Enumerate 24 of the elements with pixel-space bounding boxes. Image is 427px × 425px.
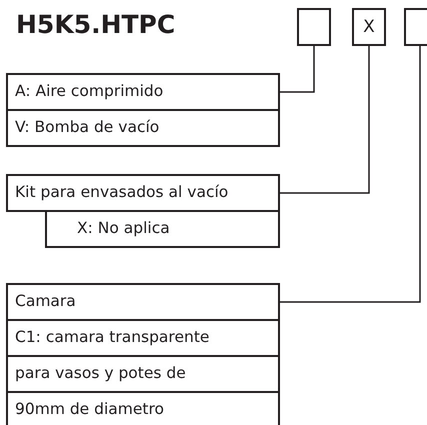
option-row bbox=[6, 391, 280, 425]
option-text: X: No aplica bbox=[77, 221, 170, 237]
code-letter: X bbox=[363, 18, 375, 36]
option-text: para vasos y potes de bbox=[15, 366, 186, 382]
leader-line bbox=[280, 46, 370, 194]
option-row bbox=[6, 73, 280, 111]
option-row bbox=[6, 174, 280, 212]
model-code-title: H5K5.HTPC bbox=[16, 10, 176, 39]
leader-line bbox=[280, 46, 315, 93]
option-text: A: Aire comprimido bbox=[15, 84, 164, 100]
option-row bbox=[6, 283, 280, 321]
option-row bbox=[6, 109, 280, 147]
option-row bbox=[6, 319, 280, 357]
option-text: 90mm de diametro bbox=[15, 402, 164, 418]
option-row bbox=[45, 210, 280, 248]
code-slot-box bbox=[404, 8, 427, 46]
option-text: Kit para envasados al vacío bbox=[15, 185, 228, 201]
option-text: C1: camara transparente bbox=[15, 330, 210, 346]
code-slot-box bbox=[352, 8, 386, 46]
leader-line bbox=[280, 46, 421, 303]
option-text: V: Bomba de vacío bbox=[15, 120, 160, 136]
option-text: Camara bbox=[15, 294, 76, 310]
code-slot-box bbox=[297, 8, 331, 46]
option-row bbox=[6, 355, 280, 393]
